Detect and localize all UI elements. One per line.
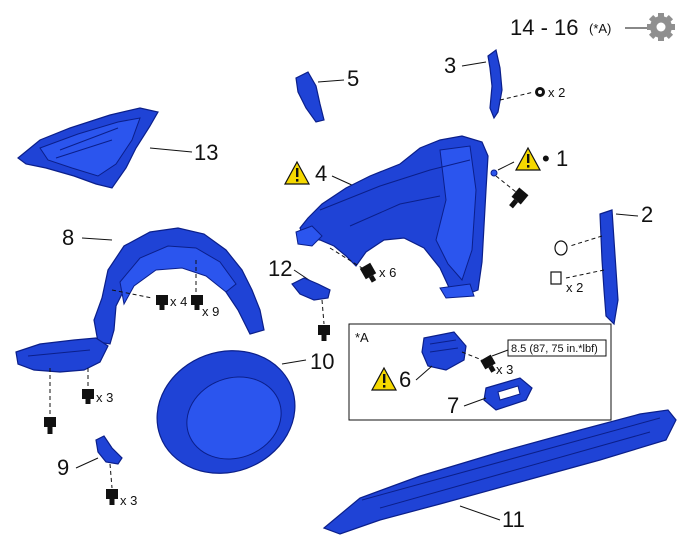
- bolt-icon: [191, 295, 203, 310]
- part-2-shape: [599, 209, 619, 326]
- part-3-qty: x 2: [548, 85, 565, 100]
- bolt-icon: [509, 187, 529, 209]
- part-11-leader: [459, 505, 501, 521]
- part-10-label: 10: [310, 349, 334, 374]
- part-4-leader: [331, 175, 355, 187]
- warning-icon: [370, 366, 398, 391]
- part-4-shape: [295, 135, 489, 299]
- part-11-shape: [322, 409, 677, 535]
- bolt-icon: [44, 417, 56, 434]
- part-1-leader: [497, 161, 515, 171]
- part-13-label: 13: [194, 140, 218, 165]
- part-9-qty: x 3: [120, 493, 137, 508]
- part-9-leader: [75, 457, 99, 469]
- part-5-shape: [295, 71, 325, 123]
- bolt-icon: [480, 354, 496, 373]
- bolt-icon: [359, 262, 377, 283]
- part-8-qty-a: x 4: [170, 294, 187, 309]
- part-3-shape: [487, 48, 503, 120]
- part-5-label: 5: [347, 66, 359, 91]
- inset-label: *A: [355, 330, 369, 345]
- part-10-shape: [156, 350, 296, 474]
- gear-icon[interactable]: [647, 13, 675, 41]
- part-2-leader: [615, 213, 639, 217]
- nut-icon: [535, 87, 545, 97]
- part-11-label: 11: [502, 507, 525, 532]
- part-1-clip: [490, 169, 498, 177]
- part-3-label: 3: [444, 53, 456, 78]
- bolt-icon: [106, 489, 118, 505]
- part-13-leader: [149, 147, 193, 153]
- inset-box: [348, 323, 612, 421]
- warning-icon: [514, 146, 542, 171]
- part-2-dash-b: [565, 269, 605, 279]
- part-6-qty: x 3: [496, 362, 513, 377]
- header-ref: (*A): [589, 21, 611, 36]
- part-10-leader: [281, 359, 307, 365]
- part-7-label: 7: [447, 393, 459, 418]
- part-6-leader: [415, 365, 433, 381]
- part-4-dash: [329, 247, 363, 269]
- part-7-leader: [463, 397, 487, 407]
- part-4-label: 4: [315, 161, 327, 186]
- part-1-marker: •: [542, 146, 550, 171]
- clip-icon: [554, 240, 568, 256]
- torque-leader: [491, 349, 509, 357]
- clip-icon: [550, 271, 562, 285]
- part-13-shape: [17, 107, 159, 189]
- bolt-icon: [156, 295, 168, 310]
- part-3-leader: [461, 61, 487, 67]
- part-6-dash: [461, 351, 483, 361]
- part-6-label: 6: [399, 367, 411, 392]
- part-1-label: 1: [556, 146, 568, 171]
- part-9-label: 9: [57, 455, 69, 480]
- part-5-leader: [317, 79, 345, 83]
- part-4-qty: x 6: [379, 265, 396, 280]
- part-12-label: 12: [268, 256, 292, 281]
- part-8-qty-b: x 9: [202, 304, 219, 319]
- torque-box: [507, 339, 607, 357]
- part-8-qty-c: x 3: [96, 390, 113, 405]
- part-8-shape: [15, 227, 265, 373]
- part-7-shape: [483, 377, 533, 411]
- part-8-label: 8: [62, 225, 74, 250]
- torque-spec: 8.5 (87, 75 in.*lbf): [511, 343, 598, 355]
- bolt-icon: [318, 325, 330, 341]
- part-3-dash: [499, 91, 535, 101]
- part-9-dash: [109, 463, 113, 489]
- part-9-shape: [95, 435, 123, 465]
- part-1-dash: [495, 175, 517, 193]
- bolt-icon: [82, 389, 94, 404]
- part-2-dash-a: [569, 235, 603, 247]
- part-8-leader: [81, 237, 113, 241]
- part-6-shape: [421, 331, 467, 371]
- part-2-label: 2: [641, 202, 653, 227]
- part-12-dash: [321, 299, 325, 325]
- part-12-shape: [291, 277, 331, 301]
- header-range: 14 - 16: [510, 15, 579, 40]
- warning-icon: [283, 160, 311, 185]
- part-2-qty: x 2: [566, 280, 583, 295]
